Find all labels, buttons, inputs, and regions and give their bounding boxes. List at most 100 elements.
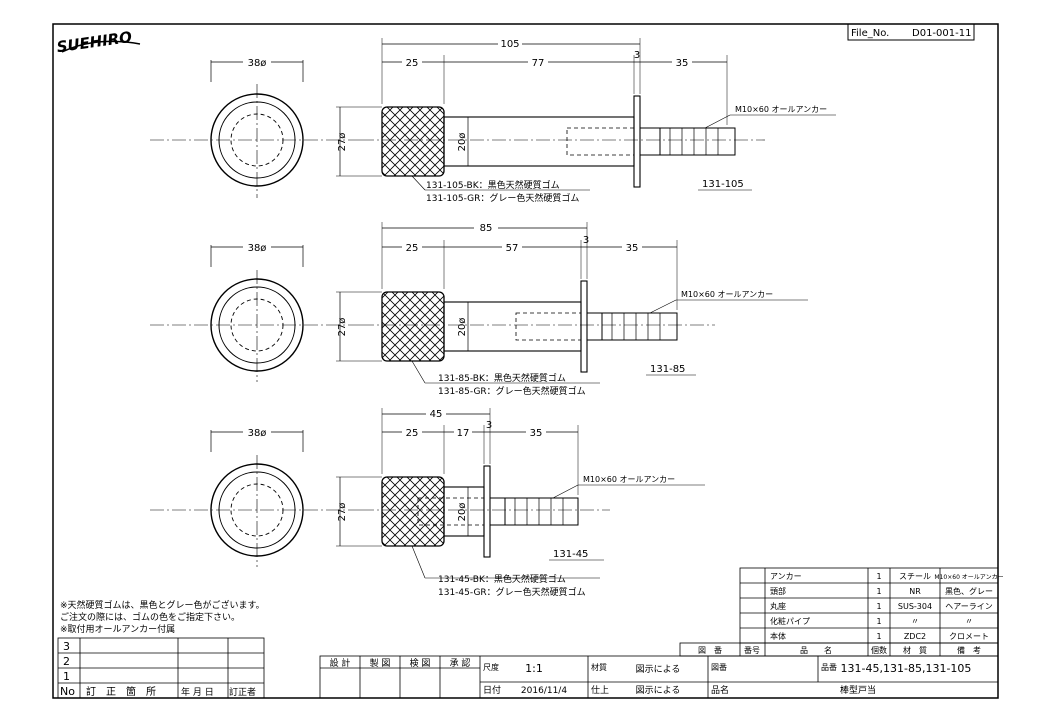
side-view-105: 27ø 20ø 105 25 77 3 35 M10×60 オールアンカー 13… <box>336 38 836 204</box>
front-view-105: 38ø <box>150 56 360 198</box>
svg-text:SUS-304: SUS-304 <box>898 602 932 611</box>
svg-text:品名: 品名 <box>711 684 729 696</box>
dim-shaft-dia: 20ø <box>457 133 468 152</box>
dim-total: 45 <box>430 409 443 420</box>
svg-text:棒型戸当: 棒型戸当 <box>840 684 876 696</box>
svg-text:番号: 番号 <box>744 645 760 655</box>
svg-text:1:1: 1:1 <box>525 662 543 675</box>
svg-text:1: 1 <box>876 602 881 611</box>
svg-text:品番: 品番 <box>821 662 837 672</box>
svg-text:〃: 〃 <box>911 617 919 626</box>
svg-text:図示による: 図示による <box>636 685 681 696</box>
anchor-label: M10×60 オールアンカー <box>681 290 773 299</box>
part-code: 131-85 <box>650 364 685 375</box>
svg-text:131-45,131-85,131-105: 131-45,131-85,131-105 <box>841 662 972 675</box>
svg-text:黒色、グレー: 黒色、グレー <box>945 586 993 596</box>
rubber-head <box>381 476 445 547</box>
notes: ※天然硬質ゴムは、黒色とグレー色がございます。 ご注文の際には、ゴムの色をご指定… <box>60 599 265 635</box>
svg-text:ZDC2: ZDC2 <box>904 632 926 641</box>
dim-body-dia: 27ø <box>337 503 348 522</box>
note-1: ※天然硬質ゴムは、黒色とグレー色がございます。 <box>60 599 265 611</box>
suehiro-logo: SUEHIRO <box>56 28 141 56</box>
dim-total: 85 <box>480 223 493 234</box>
svg-text:クロメート: クロメート <box>949 632 989 641</box>
svg-text:図番: 図番 <box>711 662 727 672</box>
part-bk-label: 131-105-BK：黒色天然硬質ゴム <box>426 179 560 191</box>
dim-plate: 3 <box>486 420 492 431</box>
anchor-bolt <box>601 312 678 341</box>
dim-body-dia: 27ø <box>337 133 348 152</box>
dim-rubber: 25 <box>406 428 419 439</box>
shaft-pipe <box>443 116 635 167</box>
base-plate <box>580 280 588 373</box>
svg-text:〃: 〃 <box>965 617 973 626</box>
svg-text:3: 3 <box>63 640 70 653</box>
dim-anchor: 35 <box>676 58 689 69</box>
front-view-45: 38ø <box>150 426 360 567</box>
file-number-box: File_No. D01-001-11 <box>847 23 975 41</box>
dim-flange-dia: 38ø <box>248 58 267 69</box>
base-plate <box>633 95 641 188</box>
title-block <box>319 655 999 699</box>
svg-text:1: 1 <box>876 572 881 581</box>
svg-text:No: No <box>60 685 75 698</box>
parts-list-rows: アンカー 1 スチール M10×60 オールアンカー 頭部 1 NR 黒色、グレ… <box>698 572 1004 655</box>
svg-text:丸座: 丸座 <box>770 601 786 611</box>
svg-text:製 図: 製 図 <box>370 657 391 669</box>
part-gr-label: 131-105-GR：グレー色天然硬質ゴム <box>426 192 579 204</box>
svg-text:スチール: スチール <box>899 572 931 581</box>
svg-text:図示による: 図示による <box>636 664 681 675</box>
anchor-bolt <box>659 127 736 156</box>
base-plate <box>483 465 491 558</box>
note-3: ※取付用オールアンカー付属 <box>60 624 175 635</box>
svg-text:尺度: 尺度 <box>483 662 499 672</box>
part-code: 131-45 <box>553 549 588 560</box>
svg-text:検 図: 検 図 <box>410 657 431 669</box>
svg-text:化粧パイプ: 化粧パイプ <box>770 616 810 626</box>
svg-text:仕上: 仕上 <box>591 684 609 696</box>
parts-list-table <box>679 567 999 657</box>
dim-body-dia: 27ø <box>337 318 348 337</box>
svg-text:承 認: 承 認 <box>450 657 471 669</box>
svg-text:NR: NR <box>909 587 921 596</box>
svg-text:ヘアーライン: ヘアーライン <box>945 602 993 611</box>
svg-text:訂正者: 訂正者 <box>229 686 256 698</box>
dim-total: 105 <box>500 39 519 50</box>
part-code: 131-105 <box>702 179 744 190</box>
front-view-85: 38ø <box>150 241 360 382</box>
dim-flange-dia: 38ø <box>248 243 267 254</box>
anchor-label: M10×60 オールアンカー <box>735 105 827 114</box>
svg-text:本体: 本体 <box>770 631 786 641</box>
dim-rubber: 25 <box>406 58 419 69</box>
svg-text:アンカー: アンカー <box>770 572 802 581</box>
dim-plate: 3 <box>583 235 589 246</box>
dim-anchor: 35 <box>626 243 639 254</box>
dim-anchor: 35 <box>530 428 543 439</box>
anchor-label: M10×60 オールアンカー <box>583 475 675 484</box>
svg-text:頭部: 頭部 <box>770 586 786 596</box>
side-view-85: 27ø 20ø 85 25 57 3 35 M10×60 オールアンカー 131… <box>336 222 808 397</box>
dim-shaft: 77 <box>532 58 545 69</box>
part-gr-label: 131-45-GR：グレー色天然硬質ゴム <box>438 586 586 598</box>
dim-shaft-dia: 20ø <box>457 503 468 522</box>
file-no-label: File_No. <box>851 28 889 39</box>
part-bk-label: 131-45-BK：黒色天然硬質ゴム <box>438 573 566 585</box>
dim-plate: 3 <box>634 50 640 61</box>
svg-text:2: 2 <box>63 655 70 668</box>
svg-text:品 名: 品 名 <box>800 645 832 655</box>
svg-text:日付: 日付 <box>483 685 501 696</box>
anchor-bolt <box>504 497 579 526</box>
svg-text:訂 正 箇 所: 訂 正 箇 所 <box>86 685 156 698</box>
revision-table <box>57 637 265 699</box>
title-block-text: 設 計 製 図 検 図 承 認 尺度 1:1 材質 図示による 図番 品番 13… <box>330 657 972 696</box>
dim-shaft: 17 <box>457 428 470 439</box>
part-gr-label: 131-85-GR：グレー色天然硬質ゴム <box>438 385 586 397</box>
svg-text:年 月 日: 年 月 日 <box>181 686 214 698</box>
dim-shaft-dia: 20ø <box>457 318 468 337</box>
svg-text:1: 1 <box>876 617 881 626</box>
revision-labels: 3 2 1 No 訂 正 箇 所 年 月 日 訂正者 <box>60 640 256 698</box>
svg-text:図 番: 図 番 <box>698 645 722 655</box>
svg-text:M10×60 オールアンカー: M10×60 オールアンカー <box>934 574 1003 581</box>
dim-rubber: 25 <box>406 243 419 254</box>
